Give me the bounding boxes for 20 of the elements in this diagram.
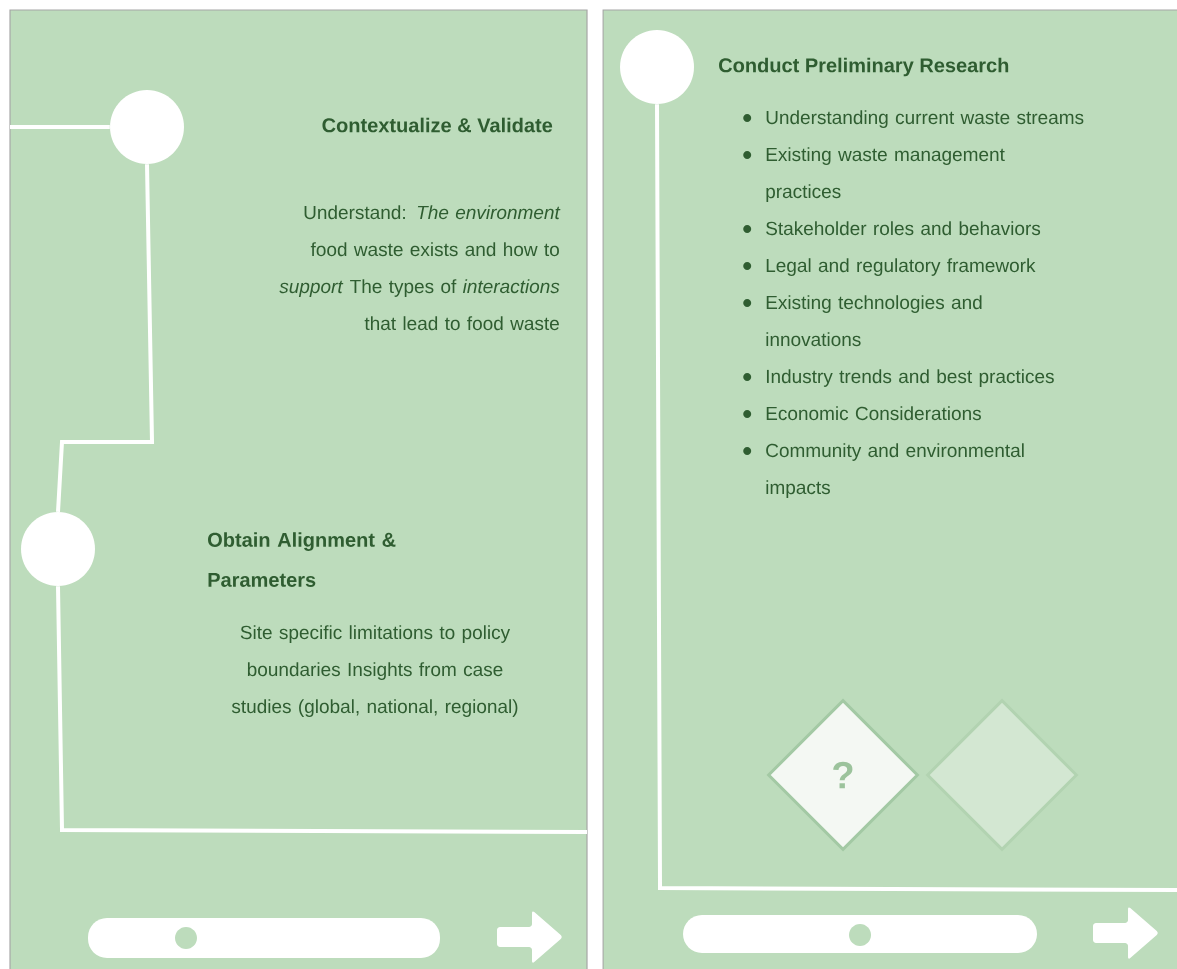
connector-line	[56, 164, 155, 512]
circle-marker	[110, 90, 184, 164]
bullet-item: Legal and regulatory framework	[766, 258, 1036, 276]
connector-line	[655, 104, 1177, 892]
step-heading: Contextualize & Validate	[322, 117, 553, 133]
bullet-item: Community and environmental impacts	[766, 443, 1024, 498]
bullet-item: Economic Considerations	[766, 406, 981, 421]
circle-marker	[21, 512, 95, 586]
step-description: Understand: The environment food waste exists and how to support The types of interactions that lead to food waste	[279, 205, 561, 331]
connector-line	[56, 586, 587, 834]
bullet-item: Understanding current waste streams	[766, 110, 1084, 128]
step-heading: Obtain Alignment & Parameters	[208, 532, 396, 587]
bullet-item: Existing waste management practices	[766, 147, 1005, 202]
step-description: Site specific limitations to policy boundaries Insights from case studies (global, national, regional)	[231, 625, 518, 717]
bullet-item: Existing technologies and innovations	[766, 295, 982, 347]
bullet-item: Industry trends and best practices	[766, 369, 1054, 387]
step-heading: Conduct Preliminary Research	[719, 57, 1009, 77]
bullet-item: Stakeholder roles and behaviors	[766, 221, 1041, 236]
connector-line	[10, 125, 110, 129]
circle-marker	[620, 30, 694, 104]
